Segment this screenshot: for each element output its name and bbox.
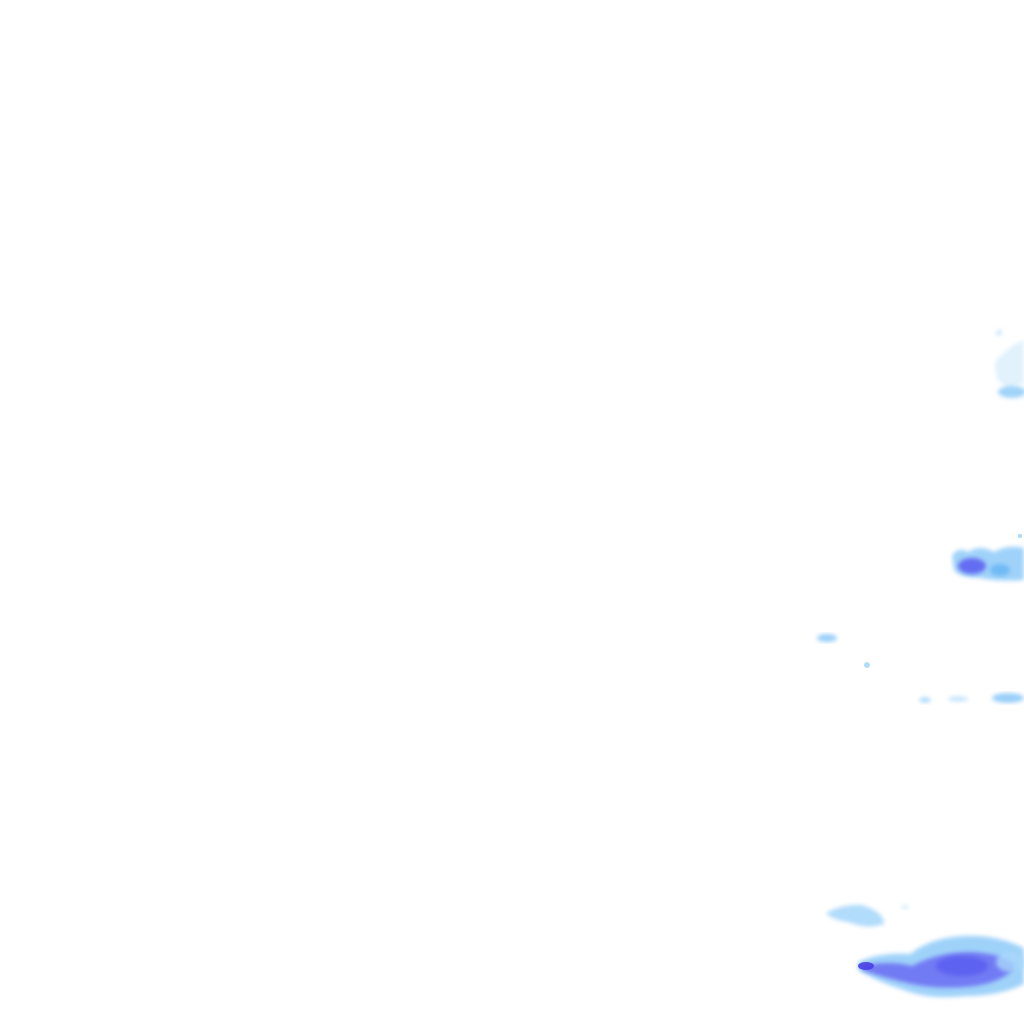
radar-echo-bottom-wisp — [826, 904, 909, 927]
radar-echo-mid-right — [952, 534, 1024, 581]
radar-echo-dot — [864, 662, 870, 668]
radar-echo-small-left — [817, 634, 837, 642]
radar-echo-top-right — [995, 329, 1024, 398]
radar-echo-bottom-cell — [858, 935, 1024, 998]
radar-echo-streak — [919, 693, 1024, 703]
